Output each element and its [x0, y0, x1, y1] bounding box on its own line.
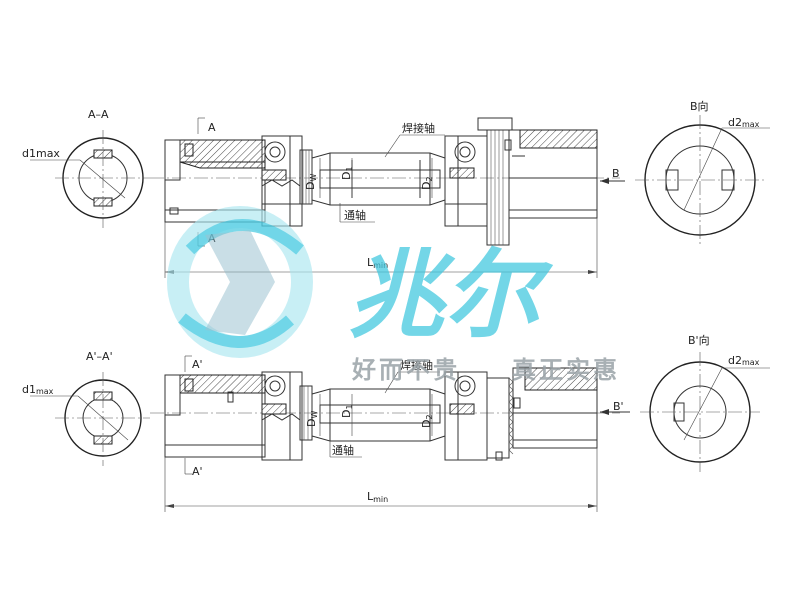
- d1max-bottom: d1max: [22, 383, 54, 396]
- view-b2-bottom: B'向 d2max: [640, 333, 770, 472]
- brand-slogan-left: 好而不贵: [351, 356, 460, 384]
- d2max-top: d2max: [728, 116, 760, 129]
- bottom-assembly: A' A' DW D1 D2 焊接轴 通轴 B': [150, 355, 630, 512]
- brand-slogan-right: 真正实惠: [512, 356, 620, 384]
- weld-shaft-label: 焊接轴: [402, 121, 435, 135]
- through-shaft-label: 通轴: [344, 208, 366, 222]
- brand-watermark: 兆尔 好而不贵 真正实惠: [167, 206, 620, 384]
- view-b-top: B向 d2max: [635, 99, 770, 245]
- section-aa2-bottom: A'–A' d1max: [22, 350, 150, 466]
- section-aa-title: A–A: [88, 108, 109, 121]
- brand-logo-icon: [167, 206, 313, 358]
- through-shaft-label-bottom: 通轴: [332, 443, 354, 457]
- lmin-bottom: Lmin: [367, 490, 388, 504]
- d2max-bottom: d2max: [728, 354, 760, 367]
- d1-label-bottom: D1: [340, 404, 354, 418]
- mark-a2-bottom: A': [192, 465, 203, 478]
- dw-label: DW: [304, 174, 318, 190]
- mark-b2: B': [613, 400, 624, 413]
- view-b2-title: B'向: [688, 333, 710, 347]
- d2-label: D2: [420, 176, 434, 190]
- mark-a2-top: A': [192, 358, 203, 371]
- section-aa2-title: A'–A': [86, 350, 113, 363]
- section-aa-top: A–A d1max: [22, 108, 150, 228]
- top-assembly: A A DW D1 D2 焊接轴 通轴 B: [150, 117, 625, 278]
- d1max-top: d1max: [22, 147, 60, 160]
- view-b-title: B向: [690, 99, 709, 113]
- lmin-top: Lmin: [367, 256, 388, 270]
- brand-name: 兆尔: [348, 239, 554, 351]
- mark-a-top: A: [208, 121, 216, 134]
- weld-shaft-label-bottom: 焊接轴: [400, 358, 433, 372]
- dw-label-bottom: DW: [305, 411, 319, 427]
- mark-b: B: [612, 167, 620, 180]
- d2-label-bottom: D2: [420, 414, 434, 428]
- d1-label: D1: [340, 166, 354, 180]
